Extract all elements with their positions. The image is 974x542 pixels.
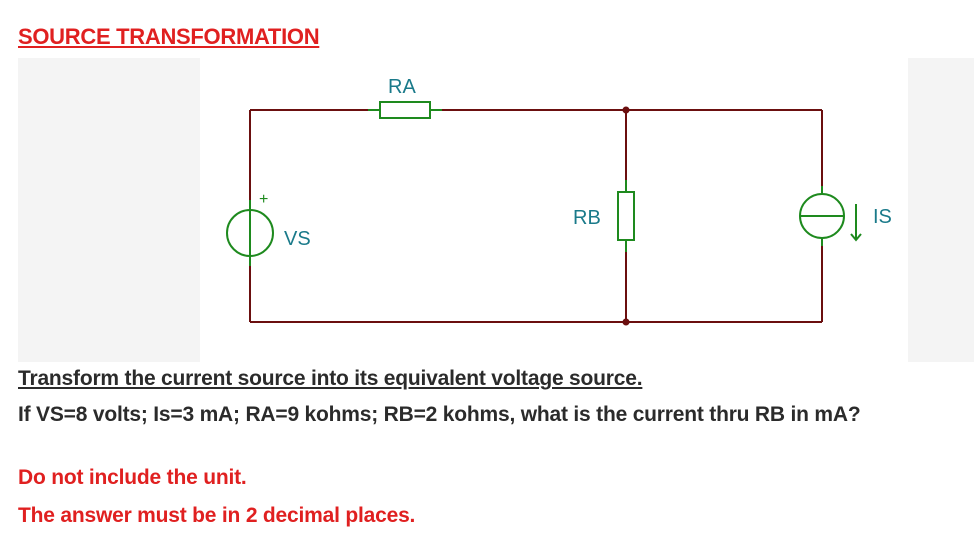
resistor-ra xyxy=(368,101,442,119)
note-unit: Do not include the unit. xyxy=(18,466,247,489)
diagram-background-left xyxy=(18,58,200,362)
page-title: SOURCE TRANSFORMATION xyxy=(18,24,320,49)
junction-bottom xyxy=(622,318,630,326)
resistor-rb xyxy=(617,180,635,252)
label-rb: RB xyxy=(573,207,601,229)
circuit-wires xyxy=(249,109,823,323)
diagram-background-right xyxy=(908,58,974,362)
label-ra: RA xyxy=(388,76,416,98)
note-decimals: The answer must be in 2 decimal places. xyxy=(18,504,416,527)
arrow-down-icon xyxy=(850,204,862,242)
current-source-is xyxy=(799,186,845,246)
question-text: If VS=8 volts; Is=3 mA; RA=9 kohms; RB=2… xyxy=(18,403,861,426)
junction-top xyxy=(622,106,630,114)
label-plus: + xyxy=(259,191,268,208)
label-vs: VS xyxy=(284,228,311,250)
question-instruction: Transform the current source into its eq… xyxy=(18,367,643,390)
voltage-source-vs xyxy=(226,200,274,266)
circuit-diagram: RA RB VS IS + xyxy=(226,76,892,326)
label-is: IS xyxy=(873,206,892,228)
